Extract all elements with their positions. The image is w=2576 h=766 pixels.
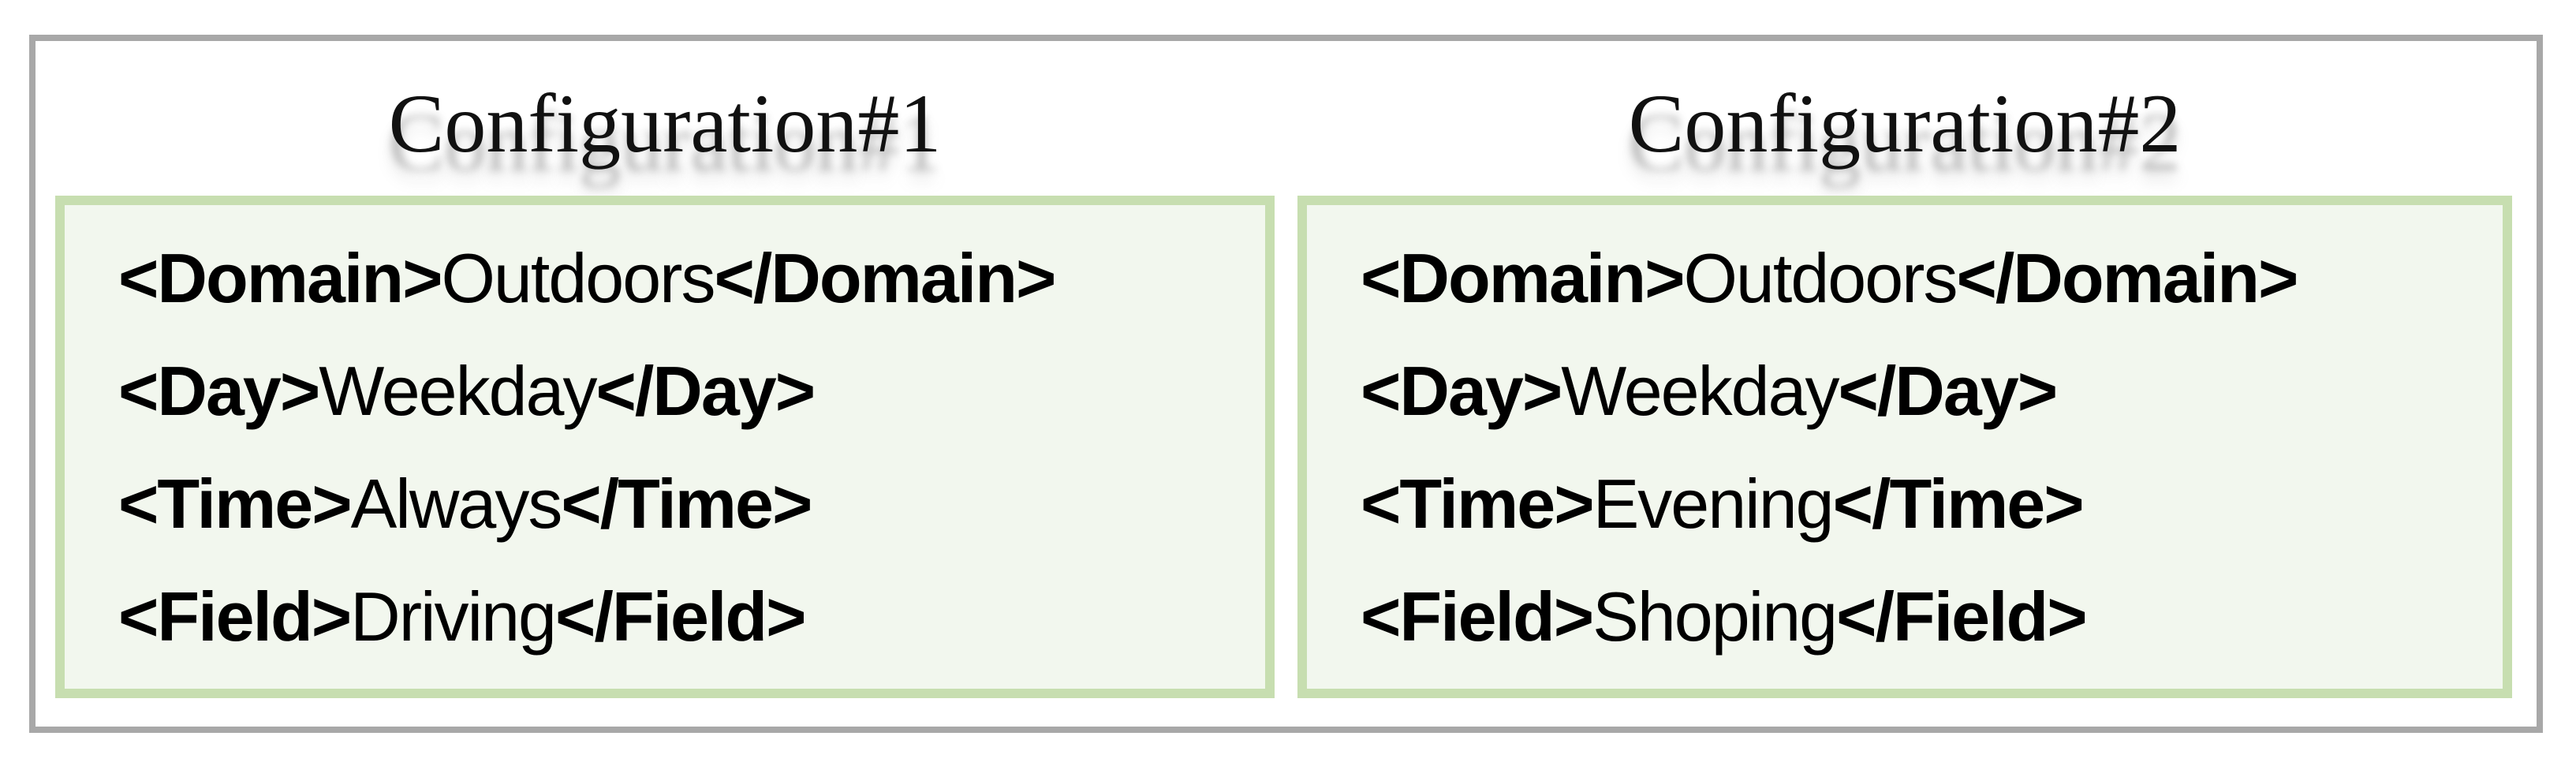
field-open-tag: <Field> xyxy=(118,577,352,656)
figure-frame: Configuration#1 Configuration#2 <Domain>… xyxy=(29,35,2543,733)
xml-line-day: <Day>Weekday</Day> xyxy=(118,334,1257,447)
field-value: Driving xyxy=(350,577,557,656)
time-value: Evening xyxy=(1592,464,1835,543)
domain-value: Outdoors xyxy=(1683,238,1958,317)
xml-line-day: <Day>Weekday</Day> xyxy=(1361,334,2495,447)
configuration-2-box: <Domain>Outdoors</Domain> <Day>Weekday</… xyxy=(1297,196,2512,698)
day-close-tag: </Day> xyxy=(595,351,816,430)
field-open-tag: <Field> xyxy=(1361,577,1594,656)
xml-line-field: <Field>Driving</Field> xyxy=(118,560,1257,673)
configuration-1-title: Configuration#1 xyxy=(388,77,942,170)
xml-line-domain: <Domain>Outdoors</Domain> xyxy=(1361,222,2495,334)
xml-line-domain: <Domain>Outdoors</Domain> xyxy=(118,222,1257,334)
domain-close-tag: </Domain> xyxy=(714,238,1056,317)
day-open-tag: <Day> xyxy=(118,351,320,430)
day-value: Weekday xyxy=(1561,351,1839,430)
xml-line-field: <Field>Shoping</Field> xyxy=(1361,560,2495,673)
time-open-tag: <Time> xyxy=(118,464,353,543)
configuration-2-title: Configuration#2 xyxy=(1628,77,2182,170)
day-value: Weekday xyxy=(319,351,597,430)
time-close-tag: </Time> xyxy=(561,464,812,543)
domain-open-tag: <Domain> xyxy=(118,238,442,317)
xml-line-time: <Time>Always</Time> xyxy=(118,447,1257,560)
xml-line-time: <Time>Evening</Time> xyxy=(1361,447,2495,560)
domain-value: Outdoors xyxy=(441,238,715,317)
domain-open-tag: <Domain> xyxy=(1361,238,1685,317)
configuration-1-box: <Domain>Outdoors</Domain> <Day>Weekday</… xyxy=(55,196,1275,698)
field-close-tag: </Field> xyxy=(554,577,807,656)
time-value: Always xyxy=(350,464,563,543)
field-close-tag: </Field> xyxy=(1836,577,2088,656)
day-open-tag: <Day> xyxy=(1361,351,1562,430)
time-open-tag: <Time> xyxy=(1361,464,1595,543)
time-close-tag: </Time> xyxy=(1832,464,2085,543)
domain-close-tag: </Domain> xyxy=(1956,238,2298,317)
day-close-tag: </Day> xyxy=(1838,351,2058,430)
field-value: Shoping xyxy=(1592,577,1838,656)
